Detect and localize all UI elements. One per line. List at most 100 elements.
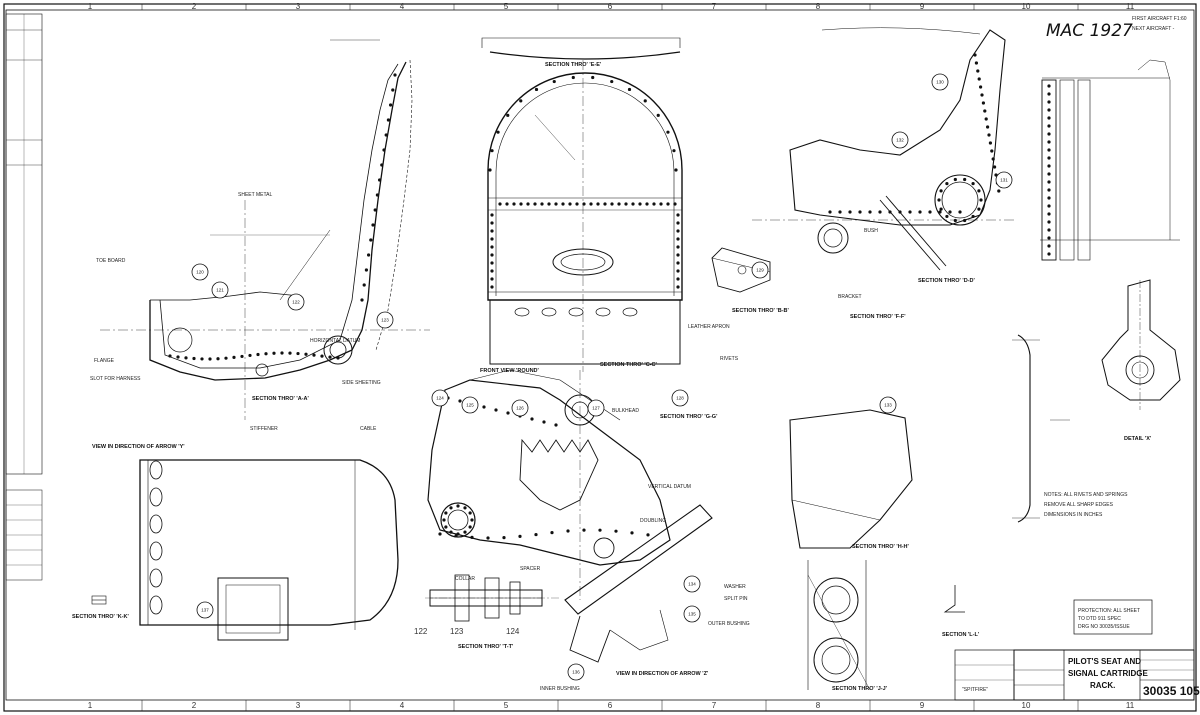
rivet: [582, 202, 586, 206]
top-right-note-2: NEXT AIRCRAFT -: [1132, 26, 1175, 32]
label-front-view: FRONT VIEW 'ROUND': [480, 368, 540, 374]
grid-ref-bottom-3: 3: [296, 701, 301, 710]
label-section-ll: SECTION 'L-L': [942, 632, 980, 638]
left-revision-strip: [5, 13, 43, 581]
rivet: [1047, 116, 1051, 120]
outer-border: [3, 3, 1197, 712]
label-view-arrow-z: VIEW IN DIRECTION OF ARROW 'Z': [616, 671, 709, 677]
rivet: [676, 285, 680, 289]
rivet: [983, 109, 987, 113]
rivet: [638, 202, 642, 206]
rivet: [533, 202, 537, 206]
rivet: [1047, 212, 1051, 216]
part-balloon-number: 124: [436, 396, 444, 401]
part-balloon-number: 128: [676, 396, 684, 401]
rivet: [328, 355, 332, 359]
rivet: [977, 77, 981, 81]
part-balloon: [376, 311, 394, 329]
rivet: [676, 261, 680, 265]
rivet: [868, 210, 872, 214]
grid-ref-top-7: 7: [712, 2, 717, 11]
rivet: [976, 69, 980, 73]
label-section-jj: SECTION THRO' 'J-J': [832, 686, 888, 692]
part-balloon: [196, 601, 214, 619]
rivet: [530, 417, 534, 421]
rivet: [360, 298, 364, 302]
rivet: [674, 168, 678, 172]
rivet: [945, 181, 949, 186]
rivet: [490, 149, 494, 153]
rivet: [676, 213, 680, 217]
part-balloon: [995, 171, 1013, 189]
callout-spacer: SPACER: [520, 566, 541, 572]
rivet: [482, 405, 486, 409]
rivet: [596, 202, 600, 206]
rivet: [490, 213, 494, 217]
rivet: [456, 532, 460, 536]
rivet: [240, 354, 244, 359]
protection-line-2: TO DTD 911 SPEC: [1078, 616, 1121, 622]
rivet: [1047, 172, 1051, 176]
rivet: [224, 356, 228, 360]
callout-harness-slot: SLOT FOR HARNESS: [90, 376, 141, 382]
part-balloon-number: 133: [884, 403, 892, 408]
rivet: [673, 202, 677, 206]
rivet: [490, 221, 494, 225]
part-balloon: [671, 389, 689, 407]
part-balloon-number: 127: [592, 406, 600, 411]
rivet: [928, 210, 932, 214]
rivet: [979, 85, 983, 89]
section-h-h-assembly: [789, 409, 965, 691]
rivet: [672, 149, 676, 153]
callout-rivets: RIVETS: [720, 356, 739, 362]
rivet: [908, 210, 912, 214]
rivet: [512, 202, 516, 206]
grid-ref-top-10: 10: [1022, 2, 1031, 11]
rivet: [1047, 140, 1051, 144]
rivet: [659, 202, 663, 206]
rivet: [519, 202, 523, 206]
part-balloon: [567, 663, 585, 681]
title-line-1: PILOT'S SEAT AND: [1068, 657, 1141, 666]
label-section-aa: SECTION THRO' 'A-A': [252, 396, 309, 402]
part-balloon-number: 129: [756, 268, 764, 273]
rivet: [554, 202, 558, 206]
vertical-profile-zz: [1012, 334, 1070, 523]
label-section-dd: SECTION THRO' 'D-D': [918, 278, 975, 284]
part-balloon: [191, 263, 209, 281]
rivet: [1047, 188, 1051, 192]
rivet: [676, 277, 680, 281]
callout-sheet-metal: SHEET METAL: [238, 192, 272, 198]
rivet: [232, 355, 236, 359]
rivet: [603, 202, 607, 206]
rivet: [979, 198, 983, 202]
rivet: [490, 245, 494, 249]
section-t-t-bolt: [425, 574, 560, 622]
rivet: [610, 79, 614, 84]
rivet: [630, 531, 634, 535]
grid-ref-top-6: 6: [608, 2, 613, 11]
rivet: [378, 178, 382, 182]
rivet: [977, 207, 981, 211]
rivet: [490, 277, 494, 281]
signal-cartridge-rack: [91, 459, 399, 641]
rivet: [552, 79, 556, 84]
grid-ref-bottom-8: 8: [816, 701, 821, 710]
rivet: [389, 103, 393, 107]
rivet: [502, 536, 506, 540]
callout-stiffener: STIFFENER: [250, 426, 278, 432]
note-line-1: NOTES: ALL RIVETS AND SPRINGS: [1044, 492, 1128, 498]
callout-collar: COLLAR: [455, 576, 475, 582]
rivet: [1047, 92, 1051, 96]
rivet: [444, 511, 448, 515]
rivet: [534, 532, 538, 537]
rail-rivets: [1047, 84, 1051, 256]
rivet: [666, 130, 670, 134]
rivet: [542, 420, 546, 424]
rivet: [953, 218, 957, 223]
rivet: [312, 353, 316, 357]
grid-ref-bottom-1: 1: [88, 701, 93, 710]
label-section-hh: SECTION THRO' 'H-H': [852, 544, 909, 550]
rivet: [438, 532, 442, 536]
